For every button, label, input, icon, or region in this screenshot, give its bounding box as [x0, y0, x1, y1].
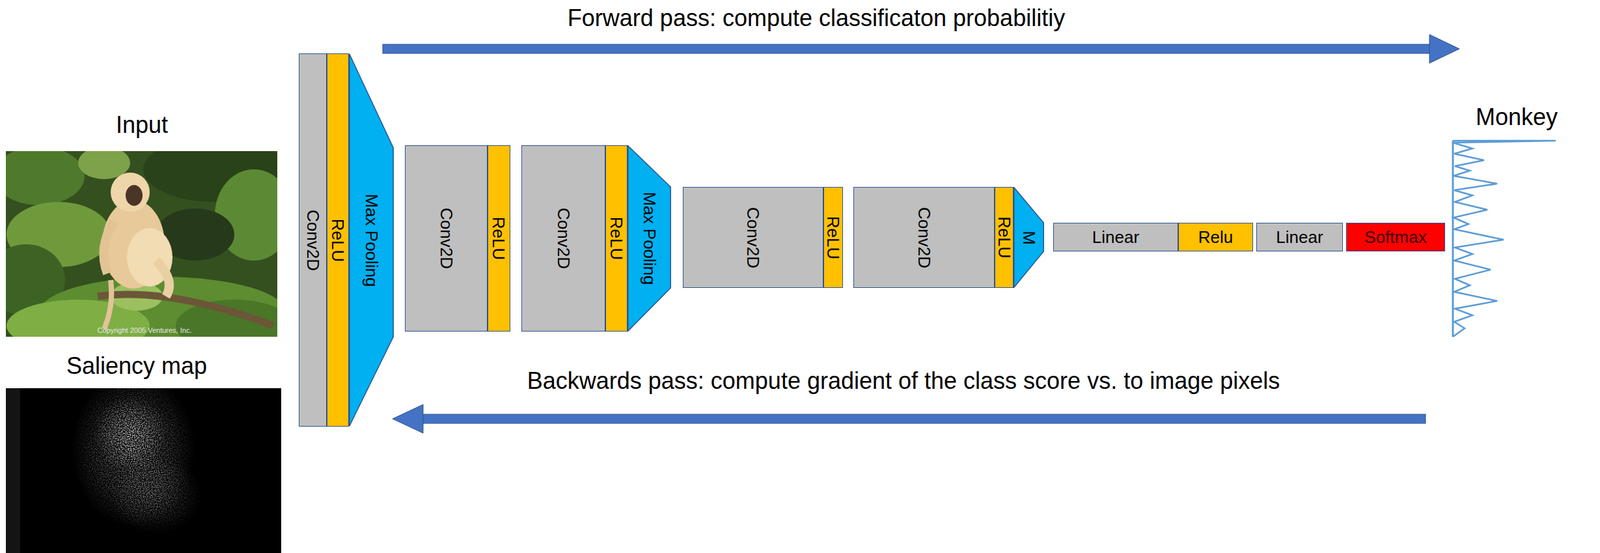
pass-caption: Forward pass: compute classificaton prob…	[567, 4, 1065, 32]
pooling-layer: M	[1013, 186, 1045, 288]
saliency-image	[5, 371, 282, 553]
pooling-layer: Max Pooling	[348, 53, 394, 427]
panel-title: Input	[115, 111, 168, 138]
relu-layer: ReLU	[326, 53, 349, 427]
forward-arrow	[382, 34, 1460, 64]
layer-label: Conv2D	[915, 206, 933, 269]
relu-layer: Relu	[1178, 222, 1254, 252]
layer-label: Max Pooling	[641, 191, 659, 285]
layer-label: M	[1020, 230, 1037, 245]
conv-layer: Conv2D	[404, 145, 488, 332]
trapezoid-shape	[628, 145, 672, 332]
layer-label: ReLU	[329, 218, 347, 262]
watermark: Copyright 2005 Ventures, Inc.	[97, 326, 193, 335]
relu-layer: ReLU	[487, 145, 511, 332]
probability-plot	[1452, 140, 1556, 337]
class-label: Monkey	[1475, 103, 1558, 131]
trapezoid-shape	[349, 54, 394, 427]
relu-layer: ReLU	[605, 145, 628, 332]
layer-label: ReLU	[824, 215, 842, 259]
conv-layer: Conv2D	[298, 53, 327, 427]
layer-label: ReLU	[995, 216, 1013, 259]
layer-label: Conv2D	[304, 209, 322, 271]
relu-layer: ReLU	[823, 186, 843, 288]
backward-arrow	[392, 404, 1426, 433]
relu-layer: ReLU	[994, 186, 1014, 288]
layer-label: Conv2D	[744, 206, 762, 269]
conv-layer: Conv2D	[853, 186, 995, 288]
conv-layer: Conv2D	[682, 186, 824, 288]
trapezoid-shape	[1014, 187, 1045, 288]
input-photo	[5, 151, 278, 337]
layer-label: ReLU	[607, 216, 625, 260]
softmax-layer: Softmax	[1346, 222, 1446, 252]
pooling-layer: Max Pooling	[627, 145, 672, 332]
linear-layer: Linear	[1256, 222, 1343, 252]
conv-layer: Conv2D	[521, 145, 606, 332]
layer-label: Linear	[1275, 228, 1323, 246]
probability-axis	[1452, 140, 1455, 337]
layer-label: Conv2D	[438, 207, 456, 269]
layer-label: Relu	[1198, 228, 1233, 246]
panel-title: Saliency map	[66, 352, 207, 379]
pass-caption: Backwards pass: compute gradient of the …	[527, 367, 1281, 394]
layer-label: Softmax	[1364, 228, 1427, 246]
layer-label: Conv2D	[555, 207, 573, 269]
layer-label: Linear	[1092, 228, 1140, 246]
layer-label: ReLU	[490, 216, 508, 260]
linear-layer: Linear	[1053, 222, 1179, 252]
layer-label: Max Pooling	[363, 193, 381, 287]
